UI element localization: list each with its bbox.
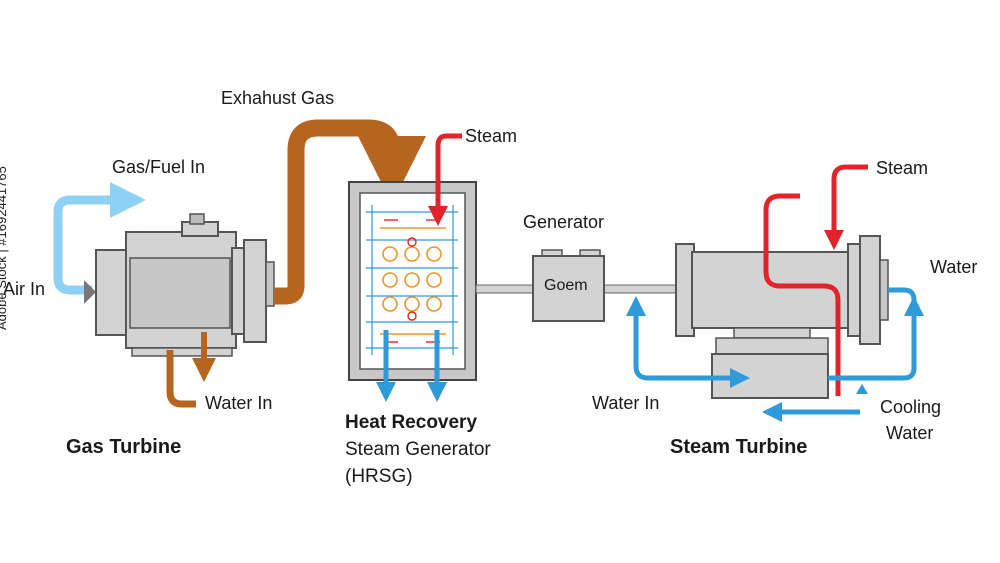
steam-turbine-steam-label: Steam bbox=[876, 158, 929, 178]
exhaust-gas-label: Exhahust Gas bbox=[221, 88, 335, 108]
air-in-label: Air In bbox=[3, 279, 46, 299]
gas-turbine bbox=[53, 182, 275, 408]
generator-label: Generator bbox=[523, 212, 605, 232]
hrsg-unit bbox=[348, 133, 477, 402]
shaft-hrsg-generator bbox=[475, 284, 535, 294]
generator-box-label: Goem bbox=[544, 277, 588, 294]
hrsg-steam-pipe bbox=[428, 133, 462, 226]
steam-turbine-label: Steam Turbine bbox=[670, 436, 808, 458]
generator-unit bbox=[532, 249, 605, 322]
air-in-pipe bbox=[53, 182, 146, 295]
air-in-arrowhead bbox=[84, 280, 96, 304]
hrsg-steam-label: Steam bbox=[465, 126, 518, 146]
hrsg-title-line2: Steam Generator bbox=[345, 439, 491, 460]
water-in-loop bbox=[633, 310, 750, 388]
steam-pipe-main bbox=[763, 193, 841, 396]
hrsg-title-line1: Heat Recovery bbox=[345, 412, 478, 433]
water-in-gas-label: Water In bbox=[205, 393, 273, 413]
exhaust-gas-pipe bbox=[274, 119, 426, 305]
steam-turbine-unit bbox=[626, 164, 924, 422]
water-in-pipe-gas bbox=[166, 350, 196, 408]
water-in-steam-label: Water In bbox=[592, 393, 660, 413]
stock-watermark-text: Adobe Stock | #1692441765 bbox=[0, 166, 9, 330]
cooling-water-label-line2: Water bbox=[886, 423, 934, 443]
shaft-generator-turbine bbox=[603, 284, 681, 294]
cooling-water-label-line1: Cooling bbox=[880, 397, 942, 417]
steam-in-pipe bbox=[824, 164, 868, 250]
gas-turbine-label: Gas Turbine bbox=[66, 436, 182, 458]
hrsg-title-line3: (HRSG) bbox=[345, 466, 413, 487]
gas-fuel-in-label: Gas/Fuel In bbox=[112, 157, 206, 177]
water-right-label: Water bbox=[930, 257, 978, 277]
cooling-water-loop bbox=[828, 287, 917, 381]
